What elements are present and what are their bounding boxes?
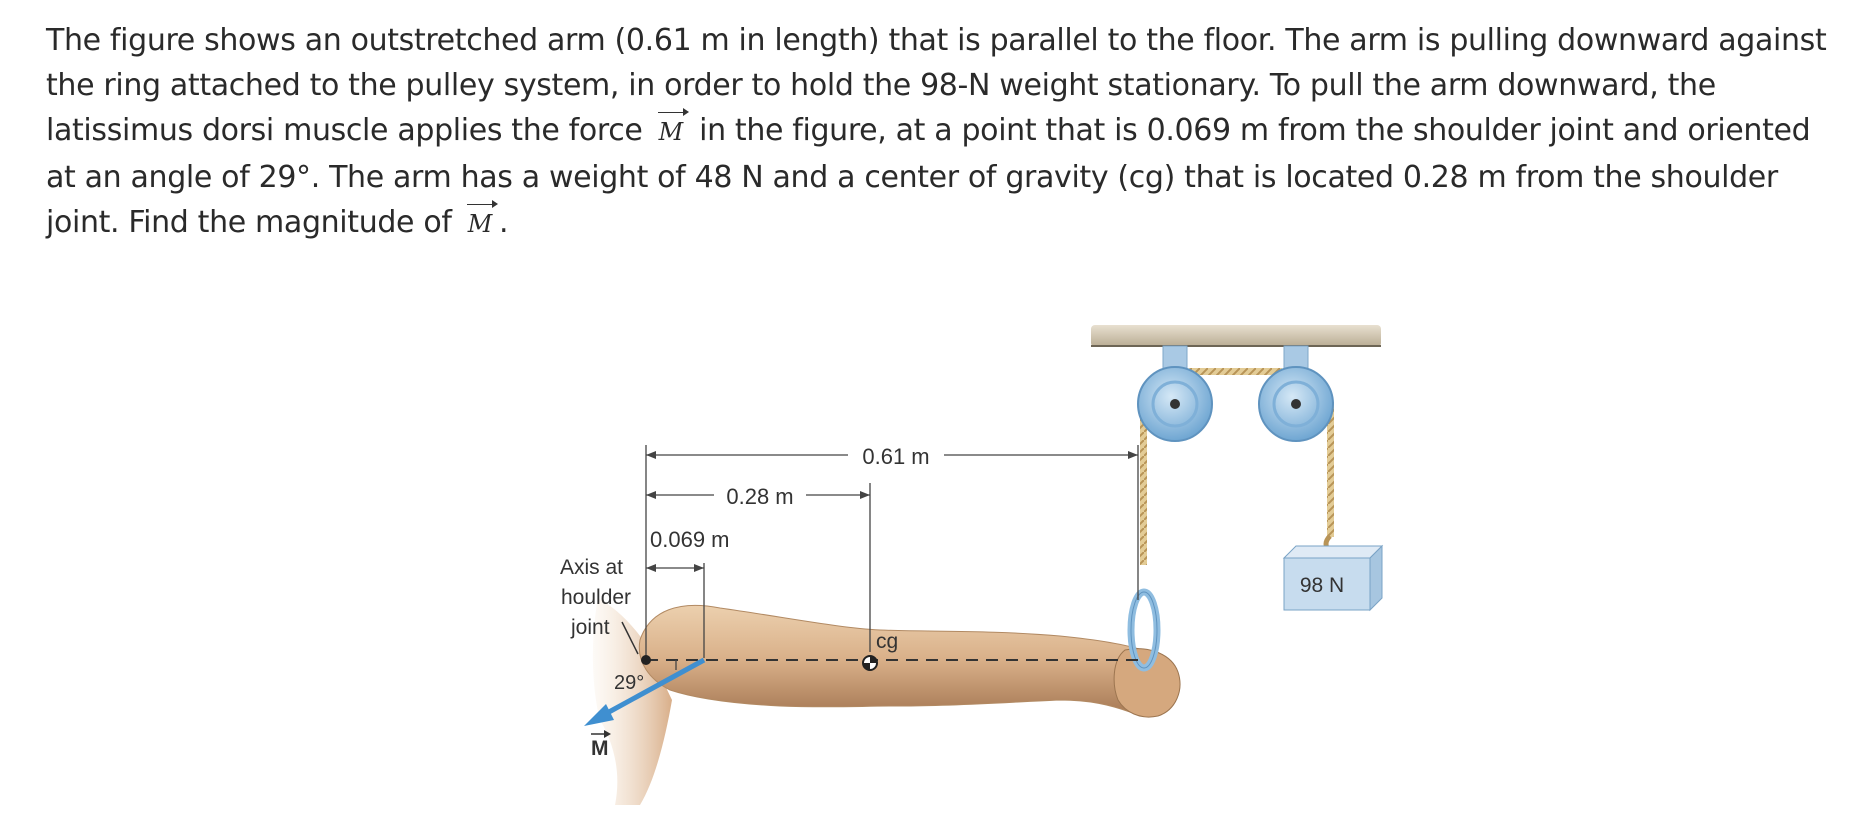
- problem-text-end: .: [499, 205, 509, 240]
- dim-cg-label: 0.28 m: [726, 484, 793, 509]
- weight-label: 98 N: [1300, 574, 1344, 597]
- force-m-label: M: [591, 737, 609, 760]
- weight-block-top: [1282, 545, 1384, 559]
- rope-left: [1140, 402, 1147, 565]
- dim-muscle-label: 0.069 m: [650, 527, 730, 552]
- force-m-arrowhead: [584, 704, 614, 726]
- weight-block: [1283, 557, 1371, 611]
- dim-arm-label: 0.61 m: [862, 444, 929, 469]
- vector-m-symbol-2: M: [465, 200, 499, 247]
- axis-label-line3: joint: [570, 616, 610, 639]
- axis-label-line1: Axis at: [560, 556, 623, 579]
- ceiling-beam: [1091, 325, 1381, 347]
- weight-block-side: [1369, 544, 1383, 612]
- axis-label-line2: houlder: [561, 586, 631, 609]
- problem-text-part-2: in the figure, at a point that is 0.069 …: [46, 113, 1811, 240]
- rope-right: [1327, 402, 1334, 537]
- force-m-arrow: [596, 657, 706, 721]
- left-pulley-axle: [1170, 399, 1180, 409]
- cg-label: cg: [876, 630, 898, 653]
- vector-m-symbol: M: [656, 108, 690, 155]
- hand-fist: [1113, 648, 1181, 718]
- rope-top: [1189, 368, 1282, 375]
- right-pulley-axle: [1291, 399, 1301, 409]
- axis-pointer: [621, 621, 639, 655]
- problem-text: The figure shows an outstretched arm (0.…: [46, 18, 1846, 247]
- angle-label: 29°: [614, 672, 644, 694]
- shoulder-pivot: [641, 655, 651, 665]
- problem-text-part-1: The figure shows an outstretched arm (0.…: [46, 23, 1827, 148]
